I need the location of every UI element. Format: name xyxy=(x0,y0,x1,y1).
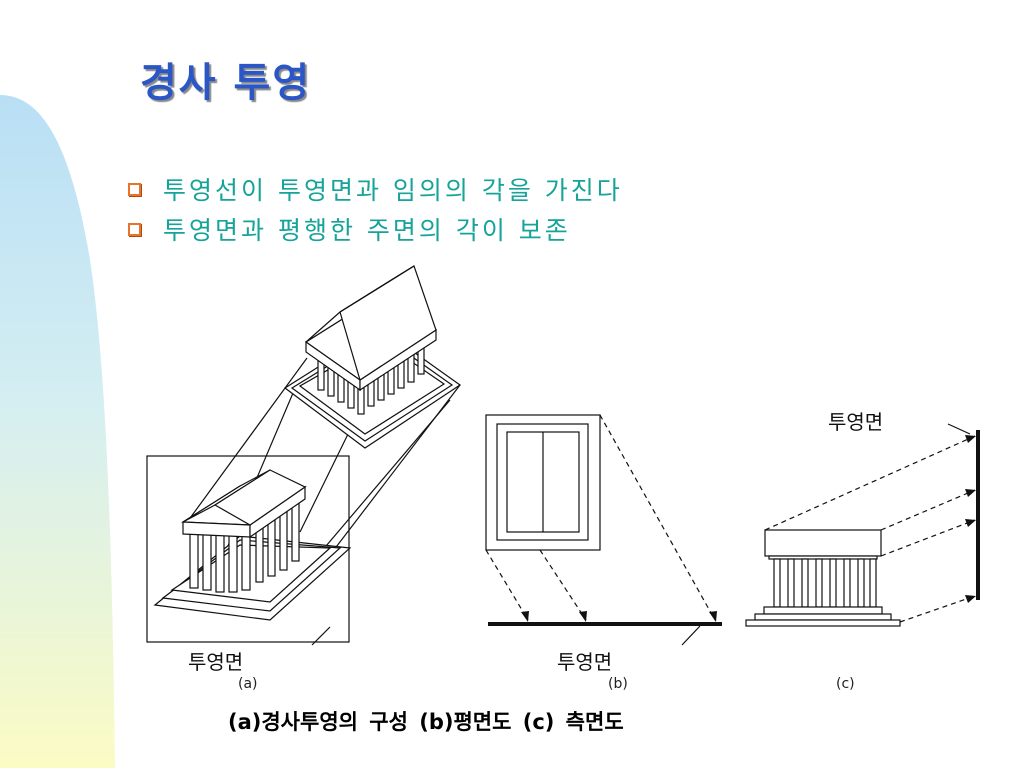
sub-label-a: (a) xyxy=(238,676,258,692)
figure-a xyxy=(146,265,462,646)
temple-upper xyxy=(283,265,462,449)
sub-label-c: (c) xyxy=(836,676,855,692)
bullet-item: 투영선이 투영면과 임의의 각을 가진다 xyxy=(128,172,623,212)
plane-label-a: 투영면 xyxy=(188,650,244,674)
figure-caption: (a)경사투영의 구성 (b)평면도 (c) 측면도 xyxy=(228,710,624,734)
square-bullet-icon xyxy=(128,183,141,196)
sub-label-b: (b) xyxy=(608,676,628,692)
figure-c xyxy=(745,423,980,627)
figure-b xyxy=(485,414,722,646)
bullet-text: 투영선이 투영면과 임의의 각을 가진다 xyxy=(163,176,623,205)
temple-lower xyxy=(153,469,352,621)
bullet-list: 투영선이 투영면과 임의의 각을 가진다 투영면과 평행한 주면의 각이 보존 xyxy=(128,172,623,252)
bullet-item: 투영면과 평행한 주면의 각이 보존 xyxy=(128,212,623,252)
bullet-text: 투영면과 평행한 주면의 각이 보존 xyxy=(163,216,571,245)
slide-title: 경사 투영 xyxy=(140,60,312,106)
square-bullet-icon xyxy=(128,223,141,236)
plane-label-c: 투영면 xyxy=(828,410,884,434)
plane-label-b: 투영면 xyxy=(557,650,613,674)
